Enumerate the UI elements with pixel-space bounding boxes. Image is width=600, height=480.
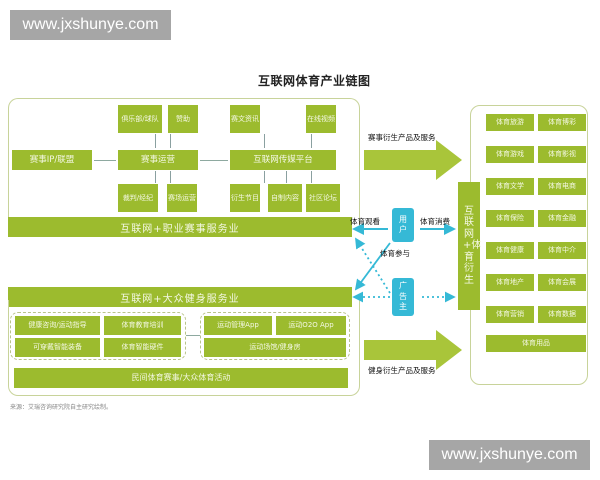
derivative-item: 体育会展 — [538, 274, 586, 291]
online-video-box: 在线视频 — [306, 105, 336, 133]
connector — [264, 171, 265, 183]
derivative-item: 体育中介 — [538, 242, 586, 259]
watermark-top: www.jxshunye.com — [10, 10, 171, 40]
derivative-item: 体育地产 — [486, 274, 534, 291]
mass-fitness-frame — [8, 300, 360, 396]
advertiser-box: 广告主 — [392, 278, 414, 316]
connector — [170, 134, 171, 148]
relationship-arrows — [352, 223, 456, 303]
sports-goods-box: 体育用品 — [486, 335, 586, 352]
sponsor-box: 赞助 — [168, 105, 198, 133]
derivative-item: 体育数据 — [538, 306, 586, 323]
derivatives-row: 体育文学 体育电商 — [486, 178, 586, 195]
fitness-derivatives-label: 健身衍生产品及服务 — [368, 366, 436, 375]
app-group-frame — [200, 312, 350, 360]
derivative-item: 体育文学 — [486, 178, 534, 195]
connector — [155, 171, 156, 183]
folk-events-bar: 民间体育赛事/大众体育活动 — [14, 368, 348, 388]
derivative-item: 体育影视 — [538, 146, 586, 163]
internet-sports-derivatives-column: 互联网+体育衍生 — [458, 182, 482, 310]
watermark-bottom: www.jxshunye.com — [429, 440, 590, 470]
mass-fitness-service-bar: 互联网+大众健身服务业 — [8, 287, 352, 307]
sports-watching-label: 体育观看 — [350, 217, 380, 226]
user-label: 用户 — [399, 214, 407, 234]
venue-operations-box: 赛场运营 — [167, 184, 197, 212]
derivative-item: 体育游戏 — [486, 146, 534, 163]
connector — [311, 171, 312, 183]
club-team-box: 俱乐部/球队 — [118, 105, 162, 133]
derivative-item: 体育博彩 — [538, 114, 586, 131]
self-made-content-box: 自制内容 — [268, 184, 302, 212]
bottom-big-arrow — [364, 330, 462, 370]
arrow-ip-to-ops — [94, 160, 116, 161]
derivative-item: 体育电商 — [538, 178, 586, 195]
top-big-arrow — [364, 140, 462, 180]
connector — [264, 134, 265, 148]
derivative-item: 体育营销 — [486, 306, 534, 323]
connector — [155, 134, 156, 148]
source-note: 来源：艾瑞咨询研究院自主研究绘制。 — [10, 404, 113, 411]
arrow-ops-to-media — [200, 160, 228, 161]
health-consulting-box: 健康咨询/运动指导 — [15, 316, 100, 335]
derivative-item: 体育健康 — [486, 242, 534, 259]
sports-management-app-box: 运动管理App — [204, 316, 272, 335]
derivatives-row: 体育旅游 体育博彩 — [486, 114, 586, 131]
wearables-box: 可穿戴智能装备 — [15, 338, 100, 357]
sports-o2o-app-box: 运动O2O App — [276, 316, 346, 335]
derivatives-row: 体育游戏 体育影视 — [486, 146, 586, 163]
diagram-title: 互联网体育产业链图 — [258, 74, 371, 88]
derivatives-column-title: 互联网+体育衍生 — [463, 205, 482, 286]
pro-sports-frame — [8, 98, 360, 228]
derivatives-row: 体育地产 体育会展 — [486, 274, 586, 291]
sports-education-box: 体育教育培训 — [104, 316, 181, 335]
connector — [286, 171, 287, 183]
referee-agent-box: 裁判/经纪 — [118, 184, 158, 212]
derivative-item: 体育旅游 — [486, 114, 534, 131]
event-operations-box: 赛事运营 — [118, 150, 198, 170]
derivatives-grid: 体育旅游 体育博彩 体育游戏 体育影视 体育文学 体育电商 体育保险 体育金融 … — [486, 114, 586, 352]
advertiser-label: 广告主 — [399, 281, 407, 312]
derivatives-row: 体育健康 体育中介 — [486, 242, 586, 259]
derivatives-row: 体育营销 体育数据 — [486, 306, 586, 323]
connector — [170, 171, 171, 183]
internet-media-platform-box: 互联网传媒平台 — [230, 150, 336, 170]
sports-consumption-label: 体育消费 — [420, 217, 450, 226]
sports-participation-label: 体育参与 — [380, 249, 410, 258]
community-forum-box: 社区论坛 — [306, 184, 340, 212]
smart-hardware-box: 体育智能硬件 — [104, 338, 181, 357]
news-box: 赛文资讯 — [230, 105, 260, 133]
venue-gym-box: 运动场馆/健身房 — [204, 338, 346, 357]
user-box: 用户 — [392, 208, 414, 242]
pro-sports-service-bar: 互联网+职业赛事服务业 — [8, 217, 352, 237]
connector — [311, 134, 312, 148]
group-connector — [186, 335, 200, 336]
health-group-frame — [10, 312, 186, 360]
derivative-shows-box: 衍生节目 — [230, 184, 260, 212]
derivative-item: 体育保险 — [486, 210, 534, 227]
event-ip-league-box: 赛事IP/联盟 — [12, 150, 92, 170]
derivative-item: 体育金融 — [538, 210, 586, 227]
event-derivatives-label: 赛事衍生产品及服务 — [368, 133, 436, 142]
derivatives-row: 体育保险 体育金融 — [486, 210, 586, 227]
